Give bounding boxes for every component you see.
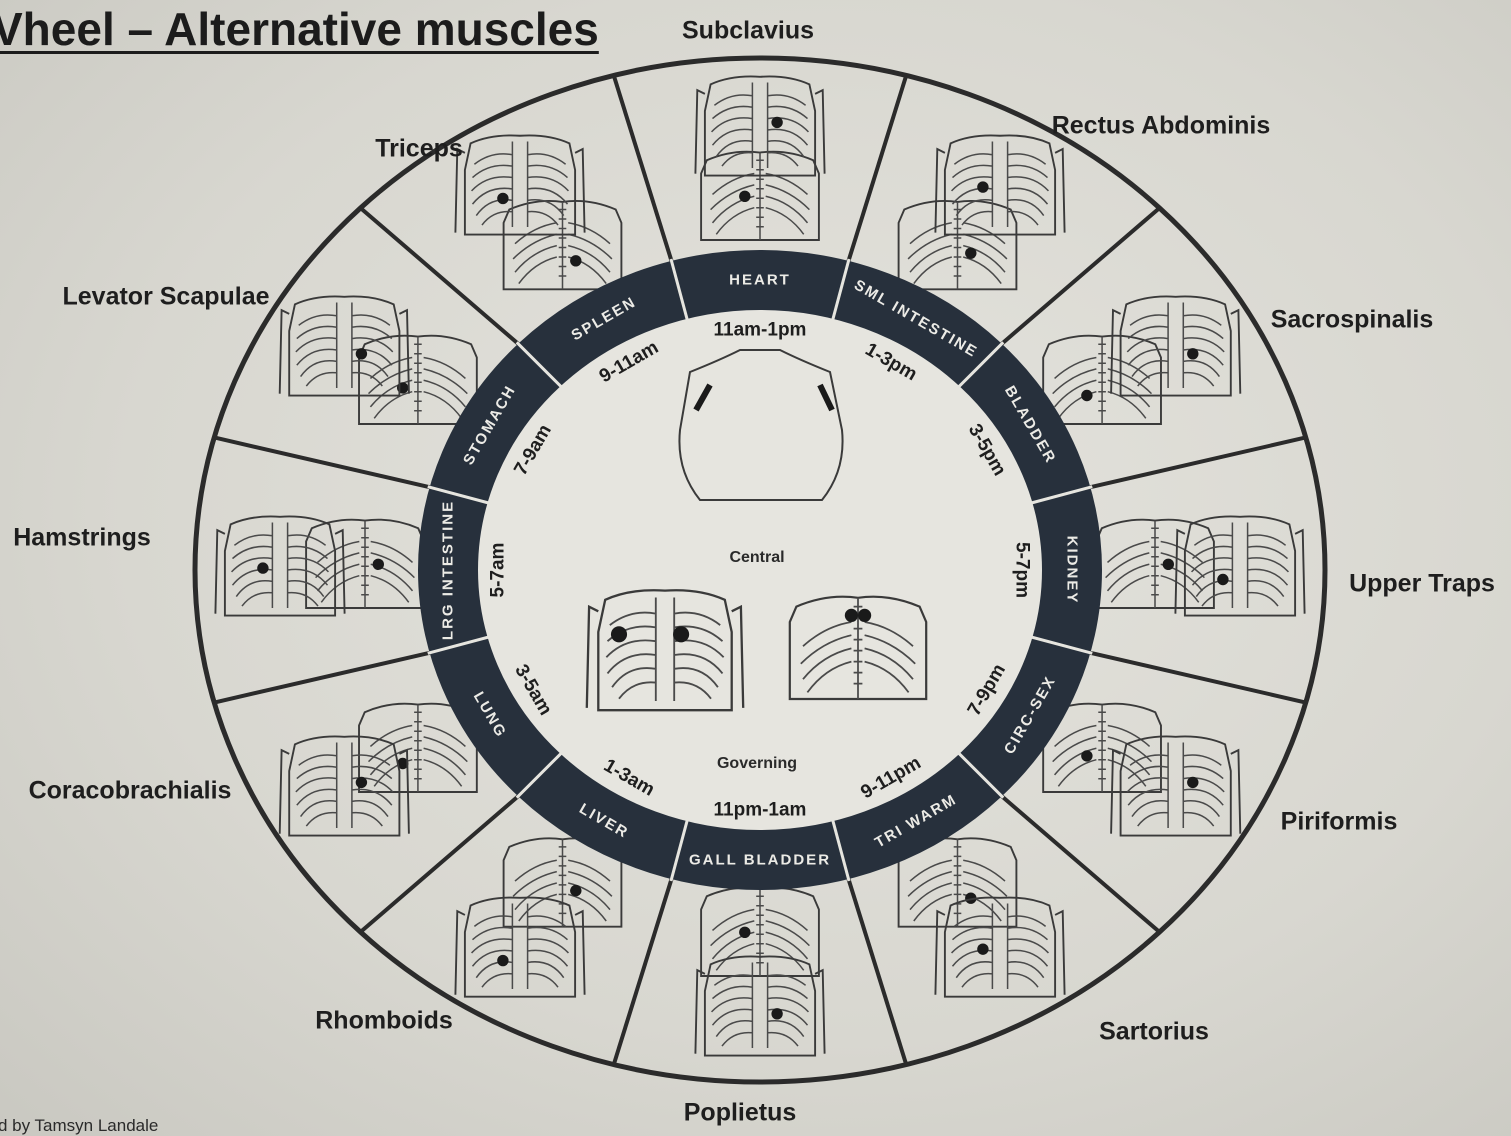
point-marker	[1217, 574, 1228, 585]
muscle-label: Poplietus	[684, 1099, 797, 1128]
point-marker	[977, 181, 988, 192]
muscle-label: Hamstrings	[13, 524, 151, 553]
point-marker	[497, 193, 508, 204]
spoke-divider	[614, 879, 672, 1064]
skeleton-figure	[280, 296, 409, 395]
point-marker	[570, 885, 581, 896]
point-marker	[771, 1008, 782, 1019]
spoke-divider	[614, 75, 672, 260]
skeleton-figure	[1175, 516, 1304, 615]
spoke-divider	[849, 879, 907, 1064]
muscle-label: Rhomboids	[315, 1007, 453, 1036]
organ-label: KIDNEY	[1064, 536, 1081, 605]
muscle-label: Piriformis	[1281, 808, 1398, 837]
point-marker	[965, 248, 976, 259]
muscle-label: Triceps	[375, 135, 463, 164]
spoke-divider	[1002, 796, 1160, 932]
point-marker	[1187, 348, 1198, 359]
organ-time-label: 5-7pm	[1012, 542, 1033, 598]
spoke-divider	[360, 208, 518, 344]
point-marker	[1163, 559, 1174, 570]
governing-label: Governing	[717, 755, 797, 772]
muscle-label: Subclavius	[682, 17, 814, 46]
muscle-label: Coracobrachialis	[29, 777, 232, 806]
skeleton-figure	[1111, 296, 1240, 395]
spoke-divider	[1090, 653, 1305, 703]
point-marker	[739, 191, 750, 202]
organ-time-label: 11am-1pm	[714, 320, 807, 341]
point-marker	[1081, 750, 1092, 761]
skeleton-figure	[280, 736, 409, 835]
muscle-label: Sacrospinalis	[1271, 306, 1434, 335]
point-marker	[570, 255, 581, 266]
organ-time-label: 11pm-1am	[714, 800, 807, 821]
point-marker	[373, 559, 384, 570]
skeleton-figure	[701, 152, 819, 240]
point-marker	[739, 927, 750, 938]
muscle-label: Rectus Abdominis	[1052, 112, 1271, 141]
point-marker	[1187, 777, 1198, 788]
skeleton-figure	[215, 516, 344, 615]
skeleton-figure	[306, 520, 424, 608]
spoke-divider	[849, 75, 907, 260]
skeleton-figure	[1096, 520, 1214, 608]
organ-time-label: 5-7am	[488, 543, 509, 598]
point-marker	[1081, 390, 1092, 401]
muscle-label: Upper Traps	[1349, 570, 1495, 599]
point-marker	[771, 117, 782, 128]
organ-label: HEART	[729, 272, 791, 289]
organ-label: LRG INTESTINE	[440, 500, 457, 640]
organ-label: GALL BLADDER	[689, 852, 831, 869]
skeleton-figure	[935, 898, 1064, 997]
skeleton-figure	[701, 888, 819, 976]
spoke-divider	[1090, 437, 1305, 487]
spoke-divider	[360, 796, 518, 932]
muscle-label: Sartorius	[1099, 1018, 1209, 1047]
spoke-divider	[214, 437, 429, 487]
spoke-divider	[214, 653, 429, 703]
point-marker	[356, 777, 367, 788]
point-marker	[977, 943, 988, 954]
point-marker	[497, 955, 508, 966]
muscle-label: Levator Scapulae	[62, 283, 269, 312]
skeleton-figure	[1111, 736, 1240, 835]
skeleton-figure	[455, 898, 584, 997]
central-label: Central	[729, 549, 784, 566]
point-marker	[257, 562, 268, 573]
spoke-divider	[1002, 208, 1160, 344]
point-marker	[356, 348, 367, 359]
